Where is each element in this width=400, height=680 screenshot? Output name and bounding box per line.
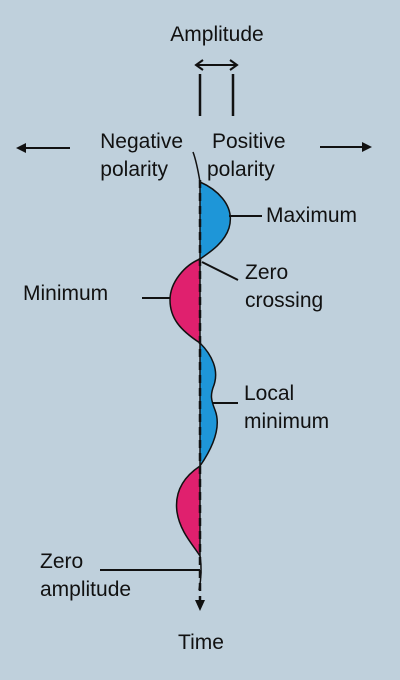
- negative-arrow: [16, 143, 70, 153]
- zero-crossing-label-line2: crossing: [245, 289, 323, 312]
- amplitude-label: Amplitude: [170, 23, 263, 46]
- negative-lobe-lower: [175, 464, 201, 559]
- time-axis-arrowhead: [195, 600, 205, 611]
- time-label: Time: [178, 631, 224, 654]
- zero-amplitude-label-line1: Zero: [40, 550, 83, 573]
- negative-polarity-label-line1: Negative: [100, 130, 183, 153]
- zero-crossing-leader: [201, 261, 239, 281]
- zero-crossing-label-line1: Zero: [245, 261, 288, 284]
- wave-top-tail: [192, 151, 201, 183]
- zero-amplitude-label-line2: amplitude: [40, 578, 131, 601]
- positive-lobe-maximum: [199, 180, 232, 261]
- local-minimum-label-line1: Local: [244, 382, 294, 405]
- positive-lobe-local-minimum: [199, 341, 218, 469]
- positive-polarity-label-line2: polarity: [207, 158, 275, 181]
- negative-lobe-minimum: [169, 257, 201, 345]
- local-minimum-label-line2: minimum: [244, 410, 329, 433]
- minimum-label: Minimum: [23, 282, 108, 305]
- amplitude-double-arrow: [194, 59, 239, 71]
- positive-polarity-label-line1: Positive: [212, 130, 286, 153]
- negative-polarity-label-line2: polarity: [100, 158, 168, 181]
- maximum-label: Maximum: [266, 204, 357, 227]
- positive-arrow: [320, 142, 372, 152]
